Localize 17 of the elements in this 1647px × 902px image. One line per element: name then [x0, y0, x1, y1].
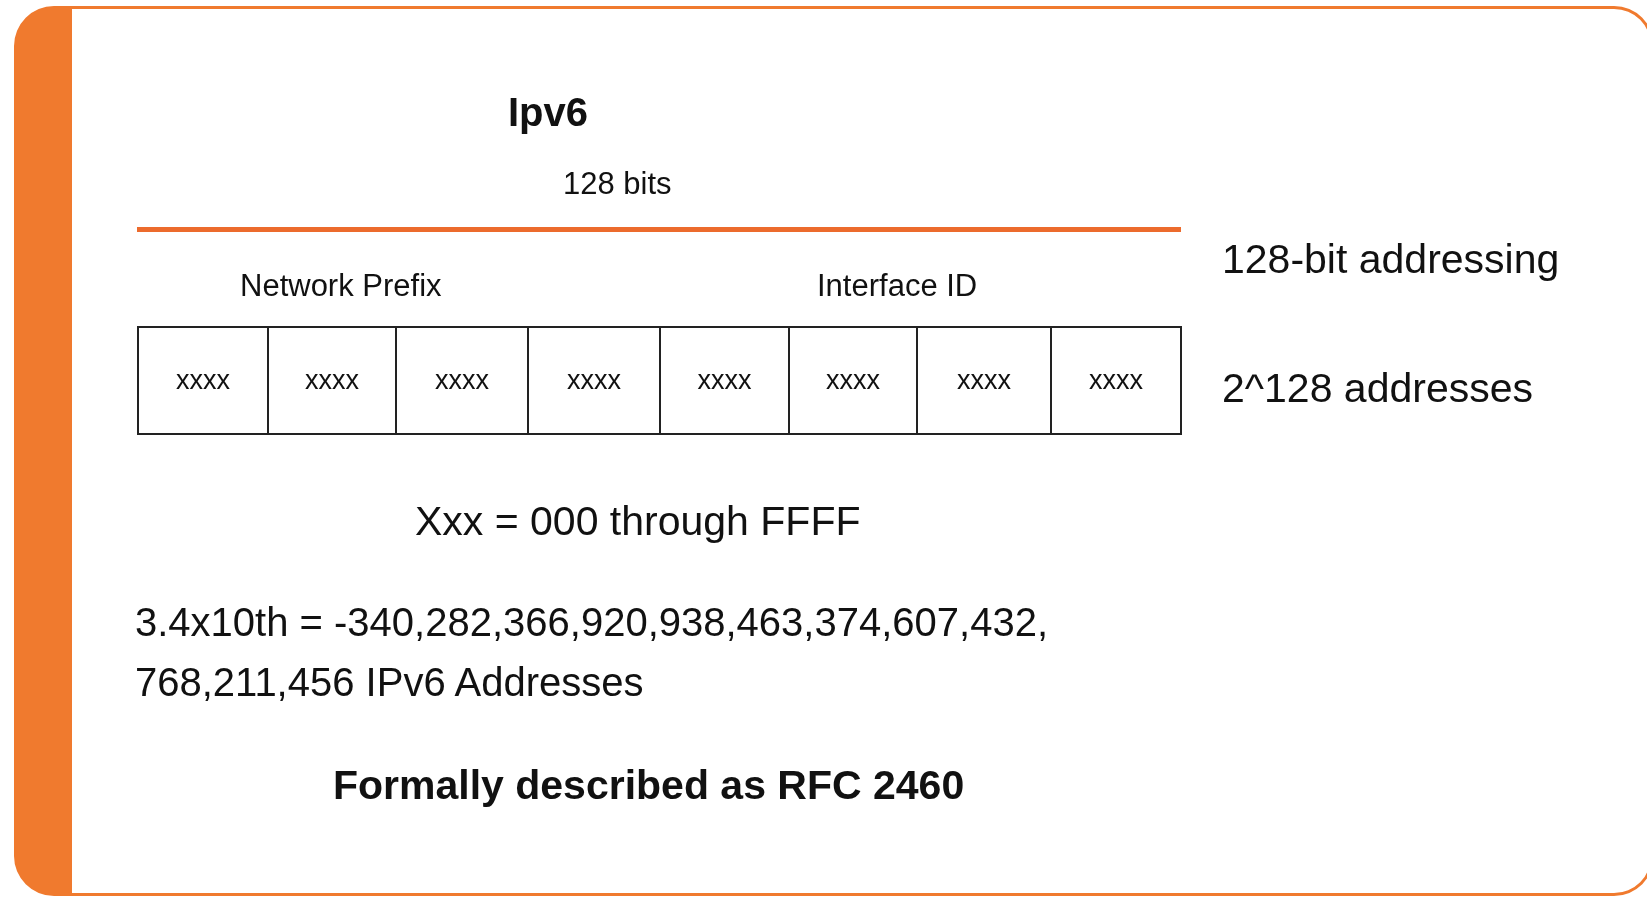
- feature-text: 2^128 addresses: [1222, 365, 1533, 412]
- rfc-note: Formally described as RFC 2460: [333, 762, 965, 809]
- section-label: Interface ID: [817, 268, 978, 304]
- address-block-cell: xxxx: [1050, 326, 1182, 435]
- address-block-cell: xxxx: [527, 326, 661, 435]
- bit-width-label: 128 bits: [563, 166, 672, 202]
- range-note: Xxx = 000 through FFFF: [415, 498, 861, 545]
- address-block-cell: xxxx: [267, 326, 397, 435]
- address-block-cell: xxxx: [916, 326, 1052, 435]
- address-block-cell: xxxx: [395, 326, 529, 435]
- address-block-cell: xxxx: [659, 326, 790, 435]
- feature-text: 128-bit addressing: [1222, 236, 1560, 283]
- diagram-title: Ipv6: [508, 90, 589, 135]
- section-label: Network Prefix: [240, 268, 442, 304]
- address-count-note: 3.4x10th = -340,282,366,920,938,463,374,607,432, 768,211,456 IPv6 Addresses: [135, 599, 1050, 706]
- address-block-cell: xxxx: [137, 326, 269, 435]
- address-block-cell: xxxx: [788, 326, 918, 435]
